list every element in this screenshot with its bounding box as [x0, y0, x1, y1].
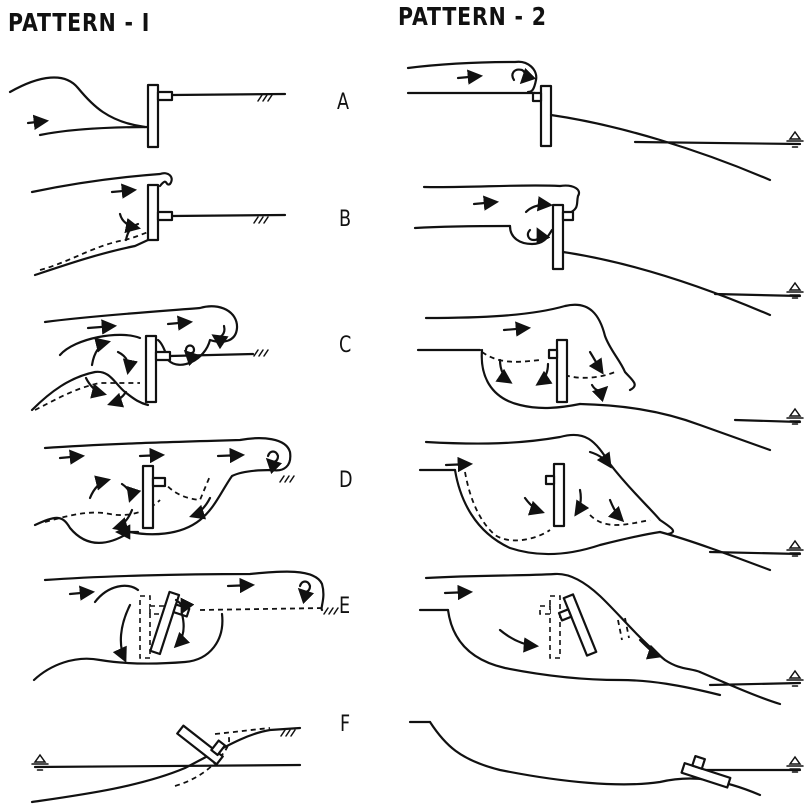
pattern-1-stage-d	[35, 438, 294, 543]
pattern-1-stage-e	[34, 572, 338, 680]
pattern-2-stage-e	[420, 574, 803, 704]
pattern-2-stage-f	[410, 722, 803, 795]
pattern-2-stage-d	[420, 435, 803, 570]
pattern-2-stage-c	[418, 305, 803, 450]
pattern-1-stage-c	[32, 306, 268, 410]
pattern-2-stage-a	[408, 62, 803, 180]
pattern-1-stage-f	[32, 718, 300, 802]
pattern-1-stage-b	[32, 173, 285, 275]
pattern-1-stage-a	[10, 77, 285, 147]
pattern-2-stage-b	[415, 185, 803, 315]
